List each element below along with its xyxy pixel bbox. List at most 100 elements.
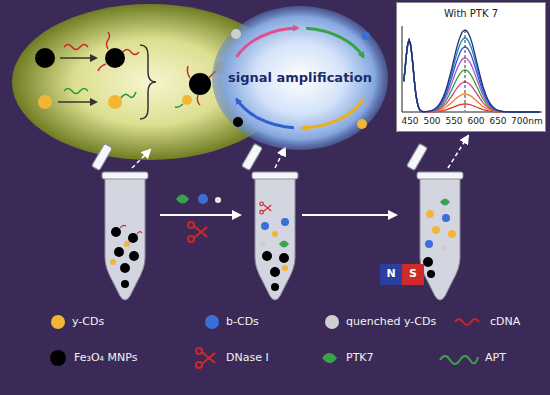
test-tube: [425, 240, 433, 248]
test-tube: [270, 267, 280, 277]
quenched-dot: [231, 29, 241, 39]
cycle-arrow: [302, 99, 363, 128]
magnet-pole: N: [386, 267, 395, 280]
legend-icon: [440, 356, 478, 364]
legend-icon: [202, 353, 215, 364]
preparation-ellipse: [187, 66, 190, 78]
process-arrow: [448, 136, 468, 168]
preparation-ellipse: [123, 50, 139, 55]
legend-swatch: [51, 315, 65, 329]
axis-tick: 450: [401, 116, 418, 127]
reagent-icons: [188, 236, 194, 242]
preparation-ellipse: [35, 48, 55, 68]
reagent-icons: [188, 222, 194, 228]
node-text: signal amplification: [228, 70, 372, 86]
preparation-ellipse: [121, 92, 136, 98]
magnet: [402, 264, 424, 285]
spectrum-curve: [404, 30, 540, 112]
y-cd-dot: [357, 119, 367, 129]
magnet: [380, 264, 402, 285]
cycle-arrow: [237, 99, 294, 128]
test-tube: [279, 241, 289, 248]
axis-tick: 500: [423, 116, 440, 127]
legend-text: b-CDs: [226, 315, 259, 329]
test-tube: [110, 259, 116, 265]
legend-swatch: [50, 350, 66, 366]
test-tube: [407, 143, 428, 170]
test-tube: [417, 172, 463, 179]
reagent-icons: [176, 194, 221, 242]
preparation-ellipse: [189, 73, 211, 95]
preparation-ellipse: [64, 45, 88, 50]
spectrum-curve: [404, 30, 540, 112]
test-tube: [102, 172, 148, 179]
legend-icon: [196, 348, 202, 354]
test-tube: [263, 204, 271, 211]
process-arrow: [302, 214, 396, 216]
preparation-ellipse: [98, 64, 106, 71]
legend-icon: [455, 319, 479, 325]
ellipse-outline: [212, 6, 388, 150]
test-tube: [432, 226, 440, 234]
test-tube: [262, 251, 272, 261]
test-tube: [426, 210, 434, 218]
process-arrow: [132, 150, 150, 168]
test-tube: [120, 225, 126, 228]
test-tube: [120, 263, 130, 273]
test-tube: [260, 241, 266, 247]
test-tube: [427, 270, 435, 278]
test-tube: [441, 245, 447, 251]
test-tube: [92, 143, 148, 300]
test-tube: [255, 178, 295, 300]
preparation-ellipse: [38, 95, 52, 109]
test-tube: [137, 232, 142, 234]
test-tube: [105, 178, 145, 300]
spectrum-chart: With PTK 7: [396, 2, 546, 132]
mnp-dot: [233, 117, 243, 127]
test-tube: [242, 143, 298, 300]
spectrum-panel: [402, 26, 403, 112]
test-tube: [440, 199, 450, 206]
reagent-icons: [198, 194, 208, 204]
spectrum-panel: [396, 2, 546, 132]
test-tube: [252, 172, 298, 179]
preparation-ellipse: [175, 104, 183, 107]
test-tube: [260, 210, 264, 214]
test-tube: [114, 247, 124, 257]
process-arrow: [275, 148, 285, 168]
preparation-ellipse: [64, 89, 88, 94]
test-tube: [121, 280, 129, 288]
test-tube: [263, 205, 271, 212]
test-tube: [423, 257, 433, 267]
test-tube: [279, 253, 289, 263]
test-tube: [407, 143, 463, 300]
legend-text: APT: [485, 351, 506, 365]
test-tube: [272, 231, 278, 237]
amplification-ellipse: signal amplification: [212, 6, 388, 150]
spectrum-panel: [465, 30, 466, 111]
preparation-ellipse: [140, 45, 156, 119]
spectrum-curve: [404, 38, 540, 112]
magnet-pole: S: [409, 267, 417, 280]
cycle-arrow: [306, 28, 363, 57]
axis-tick: 650: [489, 116, 506, 127]
process-arrow: [160, 214, 240, 216]
legend-swatch: [205, 315, 219, 329]
preparation-ellipse: [60, 57, 96, 59]
legend-text: cDNA: [490, 315, 520, 329]
legend-text: quenched y-CDs: [346, 315, 436, 329]
reagent-icons: [194, 226, 207, 237]
preparation-ellipse: [182, 95, 192, 105]
test-tube: [448, 230, 456, 238]
legend-swatch: [325, 315, 339, 329]
preparation-ellipse: [108, 95, 122, 109]
axis-tick: 700nm: [511, 116, 543, 127]
test-tube: [92, 143, 113, 170]
test-tube: [111, 227, 121, 237]
test-tube: [261, 222, 269, 230]
test-tube: [282, 265, 288, 271]
test-tube: [420, 178, 460, 300]
b-cd-dot: [362, 32, 370, 40]
preparation-ellipse: [58, 101, 96, 103]
